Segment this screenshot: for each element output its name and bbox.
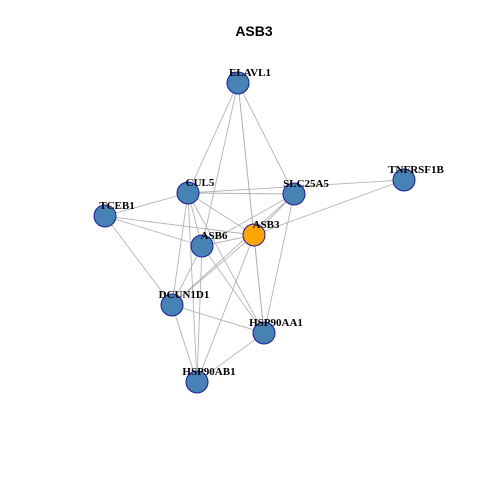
- edge-cul5-asb3: [187, 192, 255, 236]
- node-label-dcun1d1: DCUN1D1: [159, 289, 210, 301]
- edge-tceb1-asb3: [104, 215, 255, 236]
- node-label-tceb1: TCEB1: [99, 200, 134, 212]
- node-hsp90ab1[interactable]: [185, 370, 209, 394]
- edge-cul5-dcun1d1: [171, 192, 189, 306]
- edge-cul5-slc25a5: [187, 192, 295, 195]
- edge-cul5-tceb1: [104, 192, 189, 217]
- node-hsp90aa1[interactable]: [252, 321, 276, 345]
- node-dcun1d1[interactable]: [160, 293, 184, 317]
- edge-slc25a5-asb6: [201, 193, 295, 247]
- edge-elavl1-asb6: [201, 82, 239, 247]
- node-label-asb3: ASB3: [253, 219, 280, 231]
- edge-cul5-hsp90aa1: [187, 192, 265, 334]
- edge-slc25a5-hsp90aa1: [263, 193, 295, 334]
- node-label-tnfrsf1b: TNFRSF1B: [388, 164, 444, 176]
- node-label-hsp90aa1: HSP90AA1: [249, 317, 303, 329]
- edge-tceb1-asb6: [104, 215, 203, 247]
- node-tnfrsf1b[interactable]: [392, 168, 416, 192]
- node-layer: [93, 71, 416, 394]
- node-label-hsp90ab1: HSP90AB1: [182, 366, 235, 378]
- node-asb6[interactable]: [190, 234, 214, 258]
- node-slc25a5[interactable]: [282, 182, 306, 206]
- node-label-elavl1: ELAVL1: [229, 67, 271, 79]
- edge-layer: [104, 82, 405, 383]
- edge-elavl1-cul5: [187, 82, 239, 194]
- edge-asb6-hsp90ab1: [196, 245, 203, 383]
- edge-dcun1d1-hsp90aa1: [171, 304, 265, 334]
- edge-slc25a5-dcun1d1: [171, 193, 295, 306]
- node-label-asb6: ASB6: [201, 230, 228, 242]
- edge-tceb1-dcun1d1: [104, 215, 173, 306]
- edge-dcun1d1-hsp90ab1: [171, 304, 198, 383]
- node-label-slc25a5: SLC25A5: [283, 178, 329, 190]
- node-tceb1[interactable]: [93, 204, 117, 228]
- edge-tnfrsf1b-asb3: [253, 179, 405, 236]
- node-cul5[interactable]: [176, 181, 200, 205]
- node-elavl1[interactable]: [226, 71, 250, 95]
- edge-asb3-hsp90aa1: [253, 234, 265, 334]
- edge-hsp90aa1-hsp90ab1: [196, 332, 265, 383]
- node-asb3[interactable]: [242, 223, 266, 247]
- edge-elavl1-slc25a5: [237, 82, 295, 195]
- edge-asb6-hsp90aa1: [201, 245, 265, 334]
- edge-asb3-dcun1d1: [171, 234, 255, 306]
- graph-title: ASB3: [235, 23, 273, 39]
- node-label-cul5: CUL5: [186, 177, 215, 189]
- edge-asb3-hsp90ab1: [196, 234, 255, 383]
